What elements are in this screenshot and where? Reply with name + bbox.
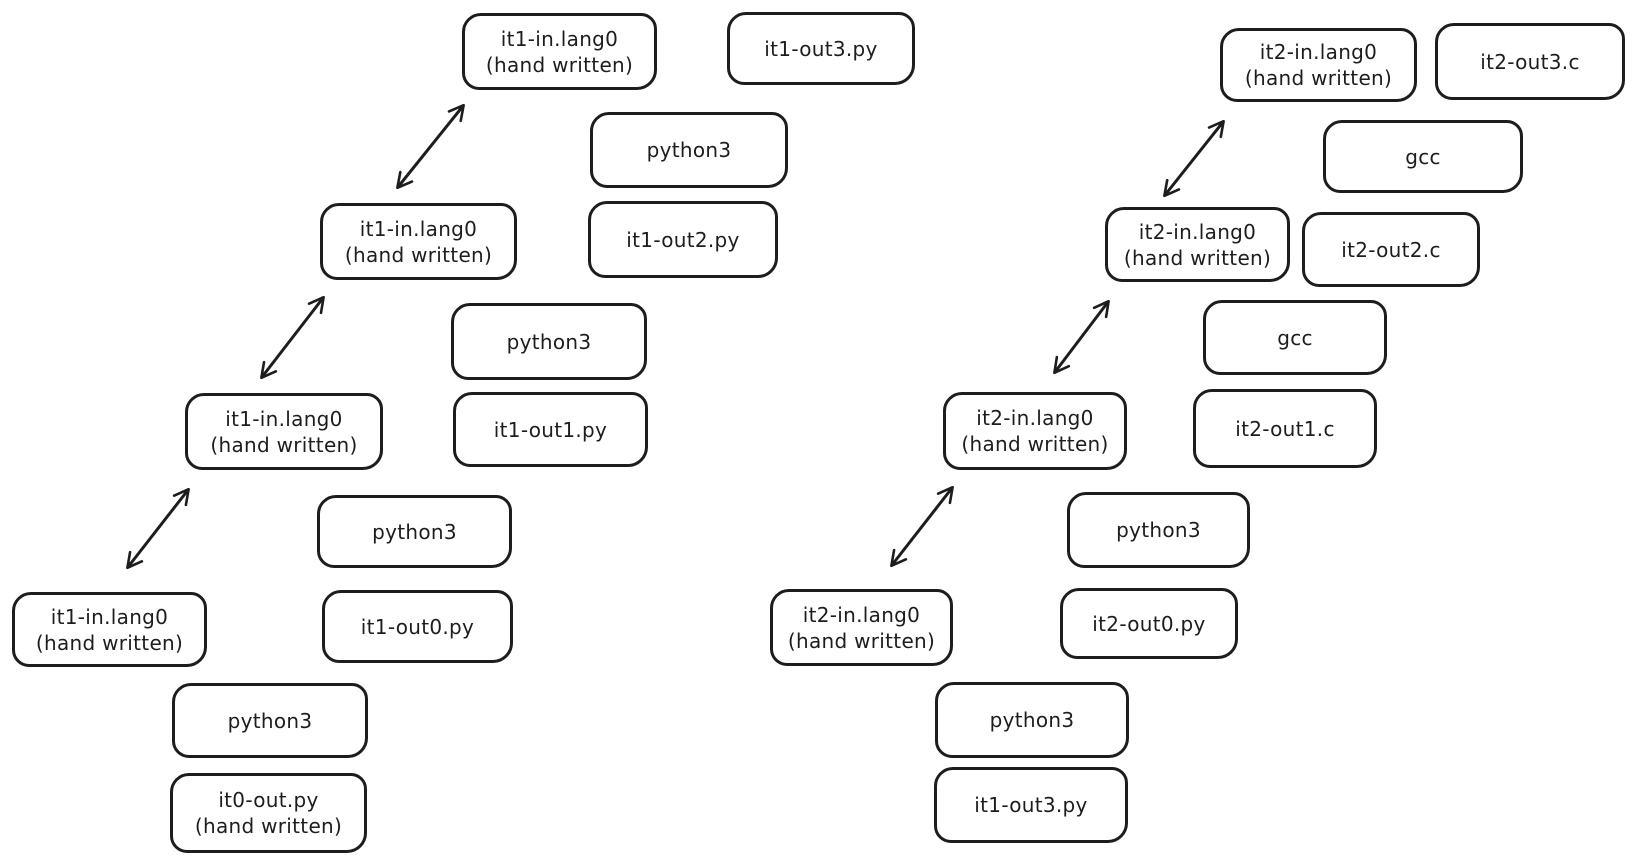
- diagram-node-it1-out0: it1-out0.py: [322, 590, 513, 663]
- diagram-node-it2-out2: it2-out2.c: [1302, 212, 1480, 287]
- diagram-node-it1-out3-top: it1-out3.py: [727, 12, 915, 85]
- double-arrow-right-arrow-top: [1163, 119, 1225, 198]
- diagram-node-it1-in-iter1: it1-in.lang0 (hand written): [185, 393, 383, 470]
- diagram-node-python3-left-0: python3: [172, 683, 368, 758]
- double-arrow-left-arrow-top: [396, 103, 465, 190]
- diagram-node-it2-in-iter3: it2-in.lang0 (hand written): [1220, 28, 1417, 102]
- diagram-node-it1-in-iter2: it1-in.lang0 (hand written): [320, 203, 517, 280]
- diagram-node-it1-in-iter3: it1-in.lang0 (hand written): [462, 13, 657, 90]
- diagram-node-it1-out3-bottom: it1-out3.py: [934, 767, 1128, 843]
- diagram-node-python3-left-3: python3: [590, 112, 788, 188]
- double-arrow-right-arrow-middle: [1053, 299, 1110, 375]
- double-arrow-left-arrow-middle: [260, 295, 325, 380]
- diagram-node-it1-out2: it1-out2.py: [588, 201, 778, 278]
- diagram-node-it1-in-iter0: it1-in.lang0 (hand written): [12, 592, 207, 667]
- diagram-node-it1-out1: it1-out1.py: [453, 392, 648, 467]
- double-arrow-left-arrow-bottom: [126, 487, 190, 570]
- diagram-node-it2-in-iter0: it2-in.lang0 (hand written): [770, 589, 953, 666]
- diagram-node-it2-out1: it2-out1.c: [1193, 389, 1377, 468]
- diagram-node-python3-left-1: python3: [317, 495, 512, 568]
- diagram-node-python3-right-1: python3: [1067, 492, 1250, 568]
- diagram-node-it2-in-iter2: it2-in.lang0 (hand written): [1105, 207, 1290, 282]
- diagram-node-it2-in-iter1: it2-in.lang0 (hand written): [943, 392, 1127, 470]
- diagram-node-gcc-right-2: gcc: [1203, 300, 1387, 375]
- diagram-node-gcc-right-3: gcc: [1323, 120, 1523, 193]
- diagram-node-python3-right-0: python3: [935, 682, 1129, 758]
- diagram-node-python3-left-2: python3: [451, 303, 647, 380]
- double-arrow-right-arrow-bottom: [890, 485, 954, 568]
- diagram-node-it2-out0: it2-out0.py: [1060, 588, 1238, 659]
- diagram-node-it2-out3: it2-out3.c: [1435, 23, 1625, 100]
- diagram-node-it0-out: it0-out.py (hand written): [170, 773, 367, 853]
